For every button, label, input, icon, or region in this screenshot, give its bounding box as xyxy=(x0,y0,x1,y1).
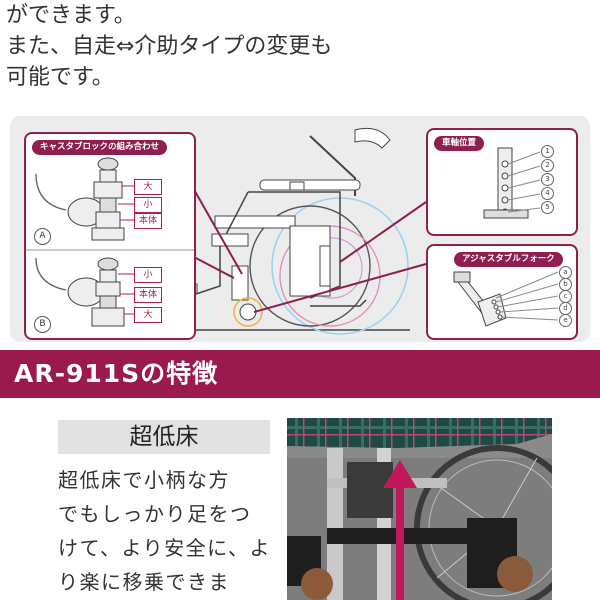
panel-title: アジャスタブルフォーク xyxy=(454,252,563,267)
wheelchair-diagram: キャスタブロックの組み合わせ 大 xyxy=(10,116,590,342)
feature-heading: 超低床 xyxy=(58,420,270,454)
adjustable-fork-panel: アジャスタブルフォーク a b c d e xyxy=(426,244,578,340)
feature-line: けて、より安全に、よ xyxy=(58,536,271,560)
option-a-label: A xyxy=(34,228,51,245)
intro-line: ができます。 xyxy=(6,3,136,28)
intro-line: また、自走⇔介助タイプの変更も xyxy=(6,34,333,59)
fork-position-label: e xyxy=(559,314,572,327)
section-banner: AR-911Sの特徴 xyxy=(0,350,600,398)
option-b-label: B xyxy=(34,316,51,333)
fork-illustration xyxy=(453,271,559,327)
wheelchair-illustration xyxy=(160,127,427,335)
axle-position-label: 5 xyxy=(541,201,554,214)
caster-block-illustration xyxy=(26,157,194,327)
panel-title: 車軸位置 xyxy=(434,136,485,151)
caster-tag: 本体 xyxy=(134,213,162,229)
wheelchair-photo-illustration xyxy=(287,418,552,600)
intro-text: ができます。 また、自走⇔介助タイプの変更も 可能です。 xyxy=(6,0,596,93)
caster-tag: 大 xyxy=(134,179,162,195)
feature-line: 超低床で小柄な方 xyxy=(58,468,230,492)
axle-position-panel: 車軸位置 1 2 3 4 5 xyxy=(426,128,578,236)
low-floor-photo xyxy=(287,418,552,600)
feature-description: 超低床で小柄な方 でもしっかり足をつ けて、より安全に、よ り楽に移乗できま xyxy=(58,463,272,599)
axle-illustration xyxy=(483,147,541,219)
feature-line: でもしっかり足をつ xyxy=(58,502,252,526)
caster-tag: 小 xyxy=(134,267,162,283)
caster-tag: 本体 xyxy=(134,287,162,303)
axle-position-label: 1 xyxy=(541,145,554,158)
caster-tag: 小 xyxy=(134,197,162,213)
intro-line: 可能です。 xyxy=(6,65,114,90)
axle-position-label: 4 xyxy=(541,187,554,200)
axle-position-label: 3 xyxy=(541,173,554,186)
caster-block-panel: キャスタブロックの組み合わせ 大 xyxy=(24,132,196,340)
caster-tag: 大 xyxy=(134,307,162,323)
section-title: AR-911Sの特徴 xyxy=(14,359,219,388)
feature-line: り楽に移乗できま xyxy=(58,570,230,594)
panel-title: キャスタブロックの組み合わせ xyxy=(32,140,168,155)
axle-position-label: 2 xyxy=(541,159,554,172)
